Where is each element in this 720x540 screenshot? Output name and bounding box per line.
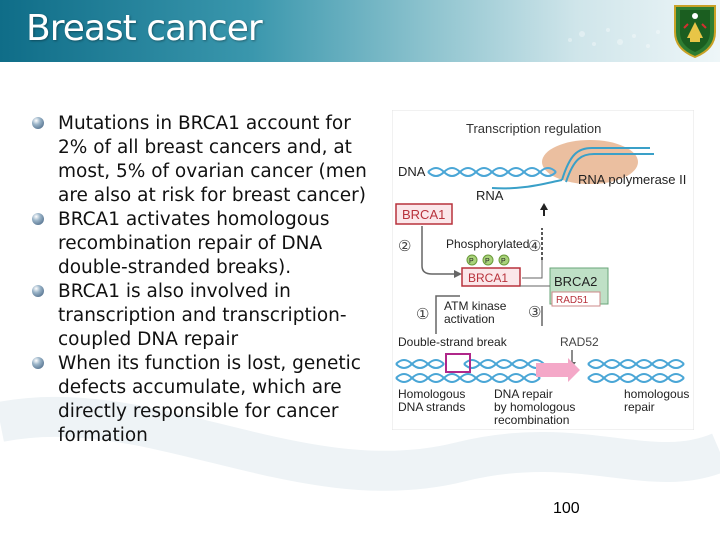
dna-helix-top <box>427 167 557 177</box>
bullet-item: BRCA1 activates homologous recombination… <box>30 208 380 280</box>
label-rad51: RAD51 <box>556 295 589 306</box>
phosphate-3 <box>498 254 510 266</box>
phosphate-2 <box>482 254 494 266</box>
step-1: ① <box>416 306 429 323</box>
step-4: ④ <box>528 238 541 255</box>
rna-strand <box>491 179 563 190</box>
label-dna-repair: by homologous <box>494 400 575 414</box>
polymerase-strand <box>565 153 654 183</box>
label-activation: activation <box>444 312 495 326</box>
dna-helix-repaired <box>587 359 685 369</box>
rna-polymerase-blob <box>542 140 638 184</box>
arrow-brca1-down <box>421 226 454 275</box>
polymerase-strand <box>561 147 650 181</box>
background-decoration <box>0 396 720 491</box>
dna-helix-homologous <box>395 373 541 383</box>
label-phosphorylated: Phosphorylated <box>446 237 529 251</box>
pink-repair-arrow <box>536 358 580 382</box>
phosphate-label: P <box>469 258 474 265</box>
university-logo <box>674 5 716 58</box>
label-homologous-dna: Homologous <box>398 387 465 401</box>
bullet-item: BRCA1 is also involved in transcription … <box>30 280 380 352</box>
slide-title: Breast cancer <box>26 8 263 49</box>
bullet-text: BRCA1 is also involved in transcription … <box>58 281 347 350</box>
rad51-box <box>551 291 601 307</box>
label-atm-kinase: ATM kinase <box>444 299 507 313</box>
label-double-strand-break: Double-strand break <box>398 335 508 349</box>
bullet-icon <box>32 285 44 297</box>
label-rna-polymerase: RNA polymerase II <box>578 172 686 187</box>
dna-helix-break <box>395 359 545 369</box>
bullet-item: Mutations in BRCA1 account for 2% of all… <box>30 112 380 208</box>
label-dna: DNA <box>398 164 426 179</box>
dna-helix-break <box>395 359 545 369</box>
label-brca2: BRCA2 <box>554 274 597 289</box>
page-number: 100 <box>553 500 580 517</box>
connector <box>522 260 543 279</box>
bullet-text: Mutations in BRCA1 account for 2% of all… <box>58 113 367 206</box>
phosphate-1 <box>466 254 478 266</box>
label-dna-repair: DNA repair <box>494 387 553 401</box>
label-homologous-repair: homologous <box>624 387 689 401</box>
label-homologous-dna: DNA strands <box>398 400 465 414</box>
brca1-box-top <box>395 203 453 225</box>
dna-helix-repaired <box>587 373 685 383</box>
bullet-icon <box>32 117 44 129</box>
bullet-text: When its function is lost, genetic defec… <box>58 353 361 446</box>
phosphate-label: P <box>485 258 490 265</box>
bullet-list: Mutations in BRCA1 account for 2% of all… <box>30 112 380 448</box>
label-transcription-regulation: Transcription regulation <box>466 121 601 136</box>
slide-header: Breast cancer <box>0 0 720 62</box>
step-2: ② <box>398 238 411 255</box>
arrow-up-head <box>540 203 548 210</box>
brca1-box-mid <box>461 267 521 287</box>
label-rad52: RAD52 <box>560 335 599 349</box>
step-3: ③ <box>528 304 541 321</box>
label-homologous-repair: repair <box>624 400 655 414</box>
break-highlight <box>445 353 471 373</box>
bullet-text: BRCA1 activates homologous recombination… <box>58 209 330 278</box>
label-dna-repair: recombination <box>494 413 569 427</box>
label-brca1-top: BRCA1 <box>402 207 445 222</box>
arrow-atm <box>435 295 460 334</box>
label-rna: RNA <box>476 188 504 203</box>
brca1-pathway-diagram: Transcription regulation DNA RNA polymer… <box>392 110 694 430</box>
bullet-item: When its function is lost, genetic defec… <box>30 352 380 448</box>
arrow-head <box>454 270 462 278</box>
decorative-texture <box>568 28 660 48</box>
label-brca1-mid: BRCA1 <box>468 271 508 285</box>
bullet-icon <box>32 357 44 369</box>
bullet-icon <box>32 213 44 225</box>
dna-helix-homologous <box>395 373 541 383</box>
phosphate-label: P <box>501 258 506 265</box>
